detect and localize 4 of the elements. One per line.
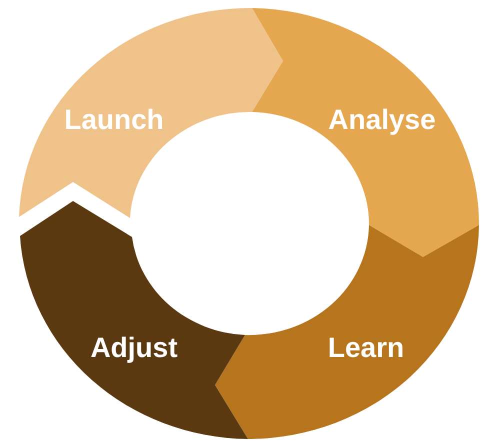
stage-label: Analyse bbox=[328, 104, 436, 136]
stage-label: Launch bbox=[64, 104, 164, 136]
stage-label: Adjust bbox=[90, 332, 178, 364]
stage-label: Learn bbox=[328, 332, 404, 364]
